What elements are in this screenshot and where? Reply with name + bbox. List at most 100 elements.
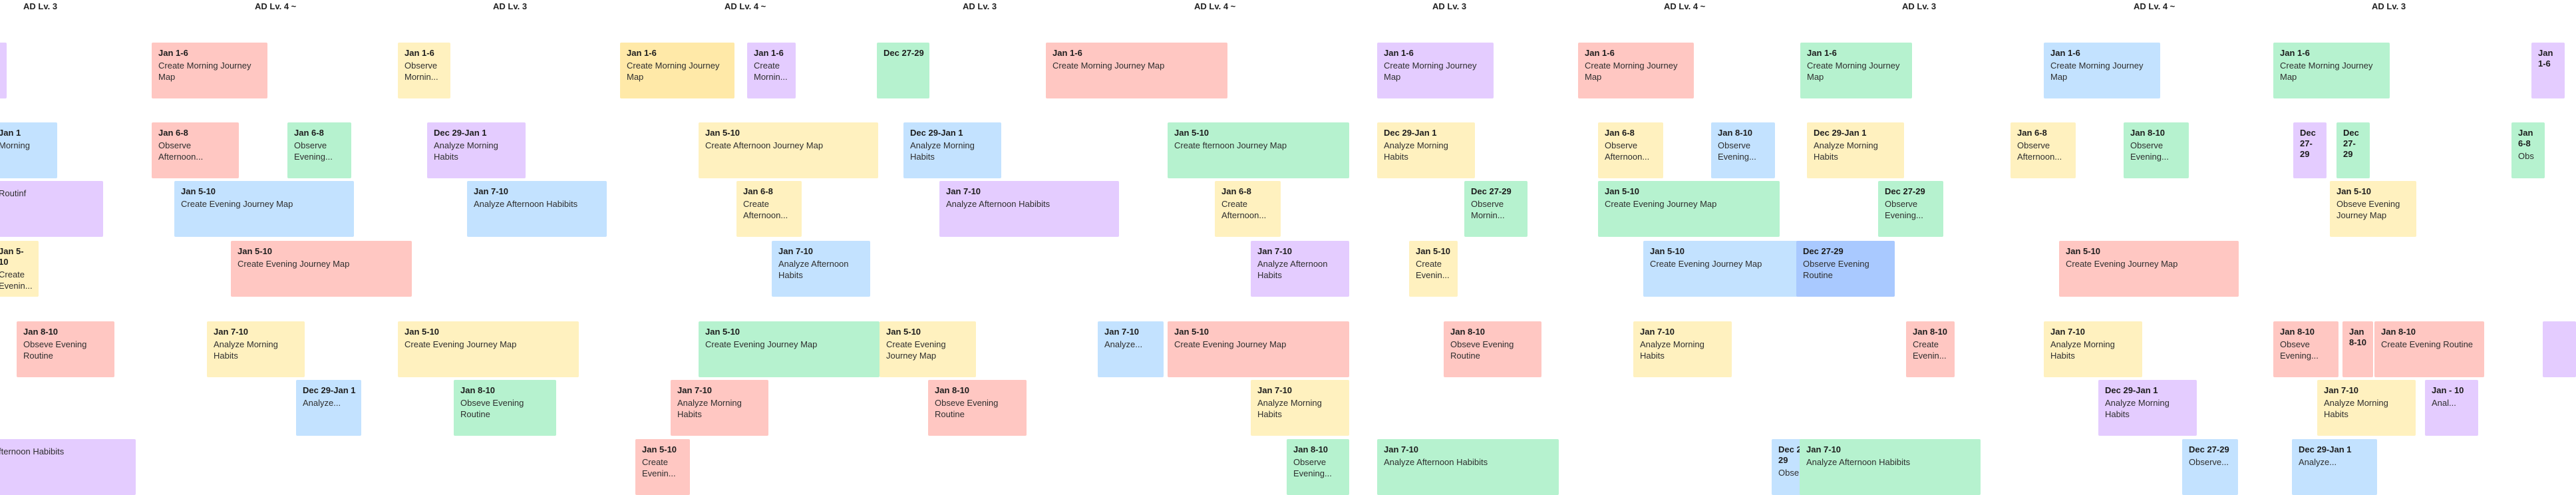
- card-date: Dec 27-29: [884, 48, 924, 58]
- journey-card[interactable]: Routinf: [0, 181, 103, 237]
- card-title: Create Afternoon...: [743, 199, 788, 220]
- card-date: Jan 8-10: [1450, 327, 1486, 337]
- card-date: Dec 27-29: [2189, 444, 2229, 454]
- card-title: Create Morning Journey Map: [1585, 61, 1678, 82]
- journey-card[interactable]: fternoon Habibits: [0, 439, 136, 495]
- journey-card[interactable]: [0, 43, 7, 98]
- card-title: Observe Evening...: [294, 140, 333, 162]
- journey-card[interactable]: Jan 1-6: [2531, 43, 2565, 98]
- card-title: Create Morning Journey Map: [2050, 61, 2144, 82]
- card-date: Jan 1-6: [1384, 48, 1414, 58]
- journey-card[interactable]: Dec 27-29: [2336, 122, 2370, 178]
- card-date: Jan 1-6: [1807, 48, 1837, 58]
- card-date: Jan 6-8: [2518, 128, 2533, 148]
- card-date: Jan 1-6: [754, 48, 784, 58]
- card-title: Analyze...: [1104, 339, 1143, 349]
- journey-card[interactable]: Dec 27-29: [2293, 122, 2327, 178]
- card-date: Jan 6-8: [2017, 128, 2047, 138]
- card-title: Create Evenin...: [1913, 339, 1947, 361]
- journey-card[interactable]: Jan 8-10: [2342, 321, 2373, 377]
- card-date: Dec 29-Jan 1: [434, 128, 487, 138]
- card-date: Jan 1-6: [2538, 48, 2553, 69]
- card-date: Jan 1-6: [627, 48, 657, 58]
- card-title: Create Mornin...: [754, 61, 788, 82]
- card-date: Jan 7-10: [946, 186, 981, 196]
- card-date: Jan 1: [0, 128, 21, 138]
- card-date: Dec 29-Jan 1: [2299, 444, 2352, 454]
- journey-card[interactable]: Dec 27-29: [877, 43, 929, 98]
- card-date: Jan 8-10: [1718, 128, 1753, 138]
- journey-card[interactable]: [2543, 321, 2576, 377]
